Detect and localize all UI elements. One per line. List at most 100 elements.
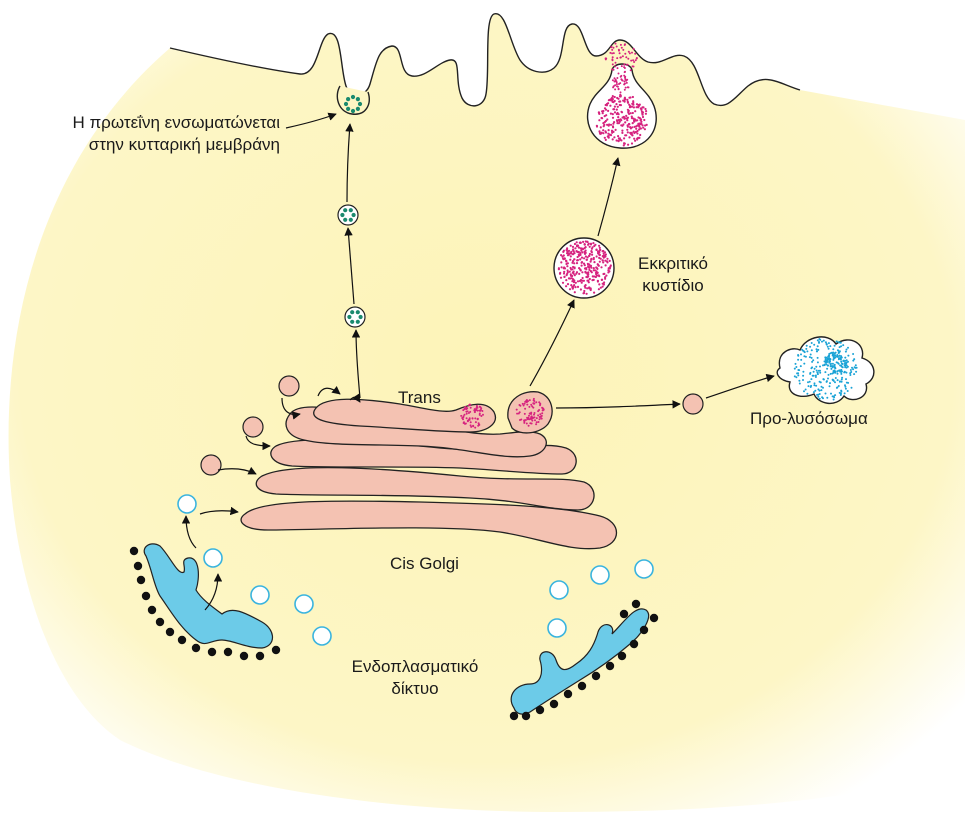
stipple-dot [608,259,611,262]
label-secretory-line1: Εκκριτικό [637,254,709,273]
stipple-dot [584,246,587,249]
stipple-dot [617,116,620,119]
stipple-dot [598,244,601,247]
stipple-dot [601,250,604,253]
stipple-dot [814,389,817,392]
stipple-dot [644,124,647,127]
stipple-dot [635,57,638,59]
stipple-dot [519,419,521,421]
stipple-dot [628,136,631,139]
stipple-dot [622,144,625,147]
stipple-dot [588,252,592,256]
stipple-dot [271,645,281,655]
stipple-dot [829,360,831,363]
stipple-dot [844,359,847,362]
membrane-vesicle-2 [344,306,366,328]
arrow-er-to-vesicle [204,573,223,611]
stipple-dot [808,380,811,383]
stipple-dot [340,212,345,218]
stipple-dot [834,356,837,359]
stipple-dot [579,268,582,271]
stipple-dot [813,382,816,385]
stipple-dot [479,409,482,412]
stipple-dot [818,397,821,400]
stipple-dot [557,268,561,271]
stipple-dot [538,418,541,421]
stipple-dot [129,546,139,556]
stipple-dot [588,266,591,269]
stipple-dot [793,375,796,378]
stipple-dot [609,98,613,101]
stipple-dot [571,271,575,274]
stipple-dot [623,44,626,46]
stipple-dot [813,367,816,370]
stipple-dot [810,342,813,344]
stipple-dot [840,390,843,393]
stipple-dot [601,110,604,113]
stipple-dot [472,424,475,427]
stipple-dot [626,98,629,101]
stipple-dot [147,605,157,615]
stipple-dot [574,281,577,284]
stipple-dot [619,91,622,94]
stipple-dot [592,256,595,260]
stipple-dot [589,264,593,267]
stipple-dot [603,136,606,139]
stipple-dot [569,274,573,277]
stipple-dot [608,123,611,126]
stipple-dot [629,105,632,109]
stipple-dot [573,274,576,277]
stipple-dot [631,102,634,105]
stipple-dot [811,374,814,377]
stipple-dot [577,246,581,249]
stipple-dot [521,711,531,721]
vesicle-blue-2 [203,548,223,568]
stipple-dot [476,417,479,420]
stipple-dot [847,354,850,357]
stipple-dot [533,400,536,402]
stipple-dot [585,275,588,279]
stipple-dot [612,46,615,49]
stipple-dot [255,651,265,661]
stipple-dot [793,367,796,370]
golgi-stack [240,398,617,550]
stipple-dot [474,426,477,429]
stipple-dot [527,424,530,427]
stipple-dot [644,112,648,115]
stipple-dot [816,339,819,342]
stipple-dot [836,354,839,356]
stipple-dot [833,396,836,399]
stipple-dot [634,52,637,55]
stipple-dot [838,357,841,360]
stipple-dot [829,382,831,385]
stipple-dot [576,285,580,288]
stipple-dot [619,118,622,121]
vesicle-blue-3 [250,585,270,605]
stipple-dot [535,421,538,424]
stipple-dot [562,272,566,275]
stipple-dot [606,257,609,260]
stipple-dot [560,254,563,257]
stipple-dot [826,361,828,364]
stipple-dot [563,257,566,260]
stipple-dot [470,425,473,428]
stipple-dot [528,414,530,417]
stipple-dot [822,364,824,367]
stipple-dot [819,338,822,341]
stipple-dot [843,371,846,374]
stipple-dot [603,251,607,254]
stipple-dot [223,647,233,657]
stipple-dot [847,346,849,349]
stipple-dot [614,88,617,91]
stipple-dot [482,413,484,416]
membrane-protein-dots [343,94,363,114]
stipple-dot [817,395,820,398]
stipple-dot [560,266,563,269]
stipple-dot [809,386,812,388]
stipple-dot [613,121,616,124]
stipple-dot [815,369,818,372]
stipple-dot [619,609,629,619]
stipple-dot [834,370,837,373]
stipple-dot [805,347,808,350]
stipple-dot [628,52,631,55]
